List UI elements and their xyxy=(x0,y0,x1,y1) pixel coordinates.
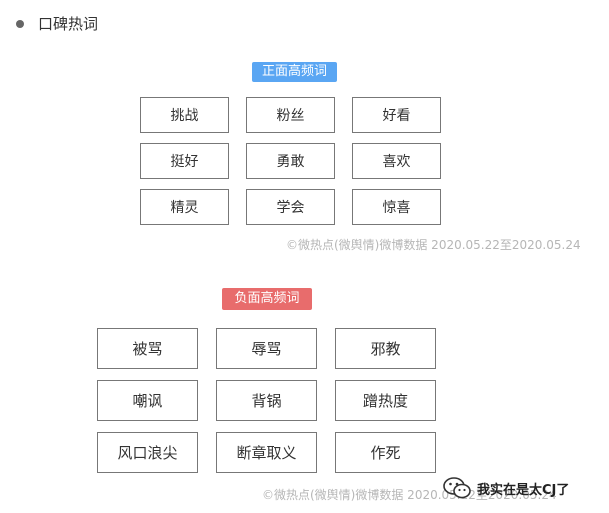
negative-word: 嘲讽 xyxy=(97,380,198,421)
negative-words-label: 负面高频词 xyxy=(222,288,312,310)
bullet-icon xyxy=(16,19,24,28)
positive-data-credit: ©微热点(微舆情)微博数据 2020.05.22至2020.05.24 xyxy=(286,238,581,252)
wechat-icon xyxy=(443,477,471,499)
negative-word: 断章取义 xyxy=(216,432,317,473)
positive-word: 挑战 xyxy=(140,97,229,133)
section-header: 口碑热词 xyxy=(16,13,98,34)
negative-word: 蹭热度 xyxy=(335,380,436,421)
positive-word: 喜欢 xyxy=(352,143,441,179)
positive-word: 学会 xyxy=(246,189,335,225)
negative-word: 背锅 xyxy=(216,380,317,421)
positive-words-grid: 挑战 粉丝 好看 挺好 勇敢 喜欢 精灵 学会 惊喜 xyxy=(140,97,441,225)
negative-word: 风口浪尖 xyxy=(97,432,198,473)
positive-words-label: 正面高频词 xyxy=(252,62,338,82)
negative-word: 作死 xyxy=(335,432,436,473)
negative-word: 辱骂 xyxy=(216,328,317,369)
negative-data-credit: ©微热点(微舆情)微博数据 2020.05.22至2020.05.24 xyxy=(262,488,557,502)
negative-word: 邪教 xyxy=(335,328,436,369)
section-title: 口碑热词 xyxy=(38,15,99,33)
wechat-watermark: 我实在是太CJ了 xyxy=(443,477,569,499)
positive-word: 勇敢 xyxy=(246,143,335,179)
positive-word: 惊喜 xyxy=(352,189,441,225)
negative-words-grid: 被骂 辱骂 邪教 嘲讽 背锅 蹭热度 风口浪尖 断章取义 作死 xyxy=(97,328,436,473)
positive-word: 好看 xyxy=(352,97,441,133)
positive-word: 粉丝 xyxy=(246,97,335,133)
negative-word: 被骂 xyxy=(97,328,198,369)
positive-word: 挺好 xyxy=(140,143,229,179)
watermark-text: 我实在是太CJ了 xyxy=(477,482,570,498)
positive-word: 精灵 xyxy=(140,189,229,225)
